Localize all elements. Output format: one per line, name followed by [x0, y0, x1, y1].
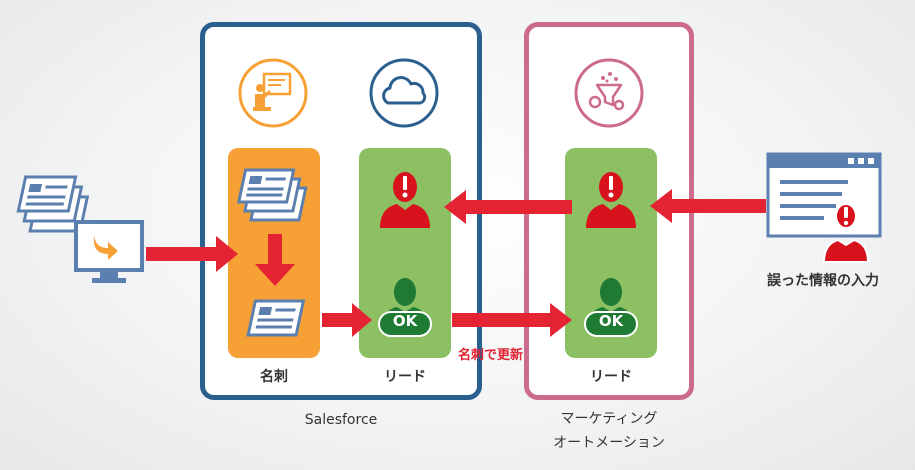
card-to-lead-arrow-icon: [322, 303, 372, 337]
sync-right-arrow-icon: [452, 303, 572, 337]
funnel-gear-icon: [574, 58, 644, 128]
sync-left-arrow-icon: [444, 190, 572, 224]
monitor-import-icon: [74, 220, 144, 283]
cloud-icon: [369, 58, 439, 128]
input-left-arrow-icon: [650, 189, 766, 223]
ok-text: OK: [598, 312, 624, 330]
business-card-label: 名刺: [260, 369, 288, 385]
alert-person-icon: [586, 172, 636, 228]
ma-label-line1: マーケティング: [560, 411, 658, 427]
presenter-icon: [238, 58, 308, 128]
ok-text: OK: [392, 312, 418, 330]
alert-person-icon: [822, 203, 870, 263]
import-arrow-icon: [146, 236, 238, 272]
business-card-icon: [246, 299, 306, 337]
lead-label-salesforce: リード: [384, 369, 426, 385]
ok-person-icon: [378, 278, 432, 337]
business-card-stack-icon: [236, 168, 308, 222]
down-arrow-icon: [255, 234, 295, 286]
salesforce-label: Salesforce: [304, 412, 378, 428]
wrong-input-label: 誤った情報の入力: [767, 273, 879, 289]
business-card-stack-icon: [16, 175, 90, 233]
ma-label-line2: オートメーション: [553, 435, 665, 451]
web-form-icon: [766, 152, 882, 263]
lead-label-ma: リード: [590, 369, 632, 385]
alert-person-icon: [380, 172, 430, 228]
update-by-card-label: 名刺で更新: [458, 348, 524, 363]
ok-person-icon: [584, 278, 638, 337]
